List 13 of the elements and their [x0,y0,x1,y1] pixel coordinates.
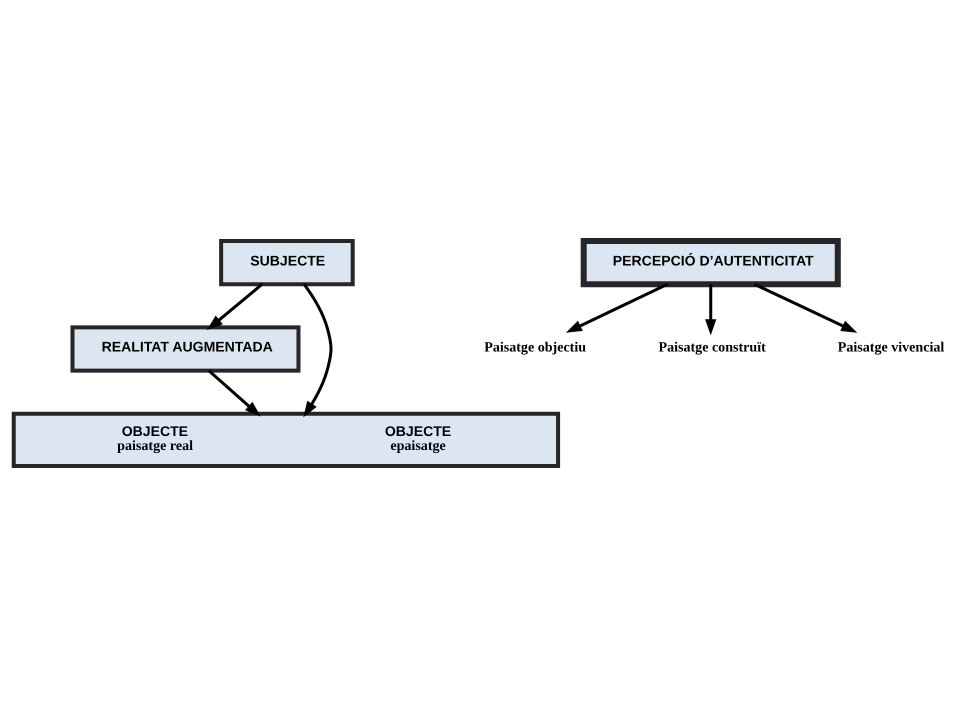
node-text: Paisatge vivencial [838,339,944,356]
node-box: REALITAT AUGMENTADA [70,324,300,372]
arrow [208,368,261,416]
node-box: OBJECTE paisatge real OBJECTE epaisatge [12,411,560,468]
node-text: Paisatge objectiu [484,339,586,356]
arrow [754,282,858,332]
node-box: SUBJECTE [219,238,355,286]
arrow [566,282,668,332]
arrow [705,284,716,335]
node-text: Paisatge construït [658,339,766,356]
node-box: PERCEPCIÓ D’AUTENTICITAT [580,238,841,287]
arrow [206,282,264,330]
arrow [302,282,332,417]
